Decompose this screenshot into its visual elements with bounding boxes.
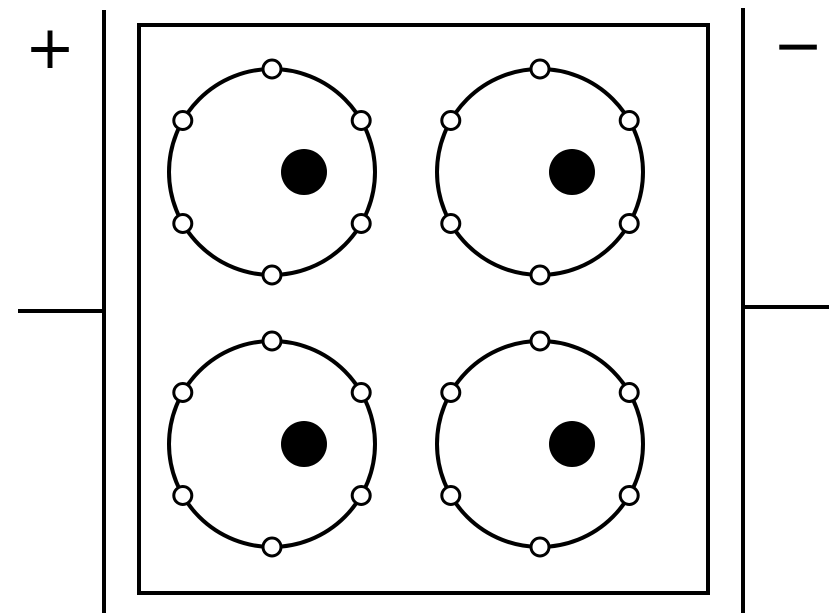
electron [442, 384, 460, 402]
electron [174, 215, 192, 233]
atom-bottom-left [169, 332, 375, 556]
electron [442, 112, 460, 130]
electron [352, 112, 370, 130]
electron [263, 266, 281, 284]
electron [442, 215, 460, 233]
electron [531, 266, 549, 284]
electron [263, 60, 281, 78]
electron [442, 487, 460, 505]
nucleus [549, 421, 595, 467]
electron [174, 384, 192, 402]
electron [263, 332, 281, 350]
atoms-group [169, 60, 643, 556]
nucleus [281, 149, 327, 195]
nucleus [549, 149, 595, 195]
nucleus [281, 421, 327, 467]
electron [352, 384, 370, 402]
electron [620, 215, 638, 233]
electron-orbit [169, 69, 375, 275]
left-plate: + [18, 10, 104, 613]
electron [620, 112, 638, 130]
electron [531, 60, 549, 78]
electron [174, 487, 192, 505]
electron-orbit [437, 69, 643, 275]
right-plate: − [743, 8, 829, 613]
atom-top-left [169, 60, 375, 284]
electron [531, 538, 549, 556]
electron [174, 112, 192, 130]
atom-top-right [437, 60, 643, 284]
electron-orbit [437, 341, 643, 547]
negative-sign: − [773, 11, 823, 81]
electron [263, 538, 281, 556]
electron [620, 487, 638, 505]
electron [531, 332, 549, 350]
electron [620, 384, 638, 402]
positive-sign: + [25, 13, 75, 83]
electron-orbit [169, 341, 375, 547]
electron [352, 215, 370, 233]
atom-bottom-right [437, 332, 643, 556]
electron [352, 487, 370, 505]
